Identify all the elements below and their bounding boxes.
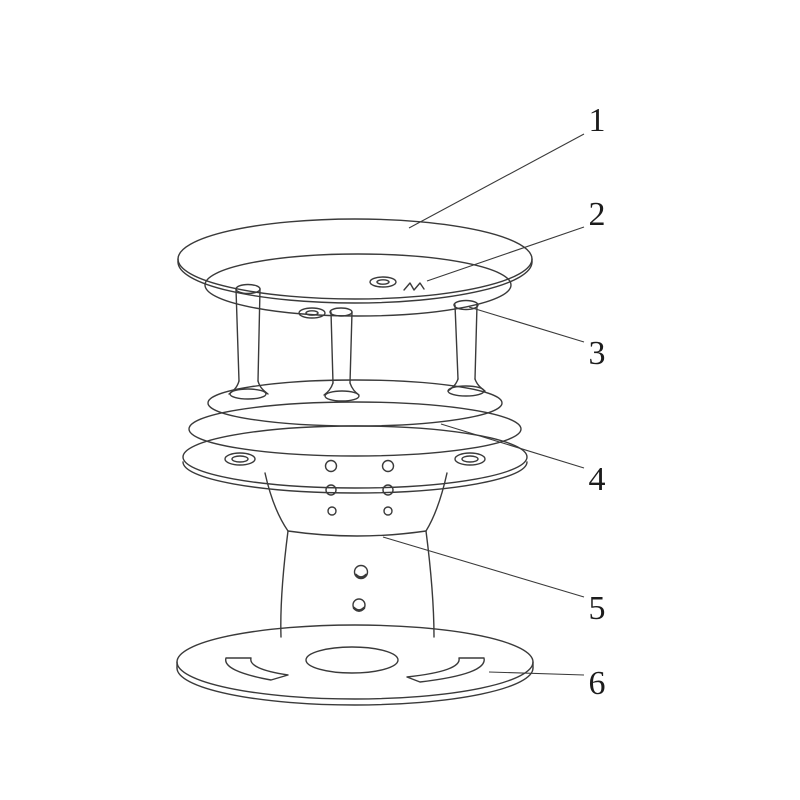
body-right-edge	[425, 472, 448, 638]
post-middle-side-a	[330, 311, 334, 384]
body-hole-r2a	[325, 484, 337, 496]
leader-line-4	[440, 423, 585, 469]
plate-upper-ellipse	[207, 379, 503, 427]
leader-line-5	[382, 536, 585, 598]
post-left-base	[229, 388, 267, 400]
callout-label-1: 1	[589, 102, 606, 139]
transducer-hole-2-inner	[305, 310, 319, 316]
plate-marking	[403, 282, 425, 291]
reflector-plates	[182, 379, 528, 494]
transducer-hole-2-outer	[298, 307, 326, 319]
leader-line-2	[426, 226, 585, 282]
transducer-hole-1-outer	[369, 276, 397, 288]
body-waist-seam	[287, 530, 427, 537]
post-middle-top	[329, 307, 353, 317]
body-left-edge	[264, 472, 289, 638]
transducer-plate-ellipse	[204, 253, 512, 317]
plate-bolt-left-outer	[224, 452, 256, 466]
body-hole-lower-1-shade	[354, 573, 368, 579]
flange-slot-right	[406, 657, 485, 683]
sensor-drawing	[176, 218, 534, 706]
plate-bolt-right-inner	[461, 455, 479, 463]
post-left-side-a	[235, 288, 240, 382]
support-post-left	[228, 283, 269, 400]
post-right-base	[447, 385, 485, 397]
callout-label-5: 5	[589, 590, 606, 627]
post-right-side-a	[454, 304, 459, 380]
flange-slot-left	[225, 657, 289, 681]
body-hole-r2b	[382, 484, 394, 496]
body-hole-r1a	[324, 459, 338, 473]
callout-label-3: 3	[589, 335, 606, 372]
body-hole-r1b	[381, 459, 395, 473]
plate-lower-ellipse	[182, 425, 528, 489]
plate-bolt-right-outer	[454, 452, 486, 466]
plate-bolt-left-inner	[231, 455, 249, 463]
post-right-top	[453, 299, 479, 311]
top-cap	[177, 218, 533, 317]
post-left-foot-b	[257, 380, 269, 395]
flange-thickness-arc	[176, 667, 534, 706]
transducer-hole-1-inner	[376, 279, 390, 285]
support-posts	[228, 283, 486, 402]
plate-lower-rim-arc	[182, 461, 528, 494]
flange-outer-ellipse	[176, 624, 534, 700]
cap-outer-ellipse	[177, 218, 533, 300]
callout-label-2: 2	[589, 196, 606, 233]
leader-line-3	[468, 306, 585, 343]
post-right-side-b	[474, 304, 478, 380]
callouts: 1 2 3 4 5 6	[382, 102, 606, 702]
body-hole-lower-2-shade	[352, 606, 366, 612]
body-hole-r3b	[383, 506, 393, 516]
mounting-flange	[176, 624, 534, 706]
callout-label-6: 6	[589, 665, 606, 702]
sensor-body	[264, 459, 448, 638]
flange-center-hole	[305, 646, 399, 674]
post-middle-base	[324, 390, 360, 402]
post-middle-side-b	[349, 311, 353, 384]
support-post-right	[447, 299, 486, 397]
body-hole-r3a	[327, 506, 337, 516]
post-middle-foot-a	[323, 382, 334, 396]
leader-line-1	[408, 133, 585, 229]
leader-line-6	[488, 671, 585, 676]
transducer-plate-details	[298, 276, 425, 319]
callout-label-4: 4	[589, 461, 606, 498]
support-post-middle	[323, 307, 360, 402]
plate-middle-ellipse	[188, 401, 522, 457]
post-left-side-b	[257, 288, 261, 382]
cap-rim-bottom-arc	[177, 261, 533, 304]
